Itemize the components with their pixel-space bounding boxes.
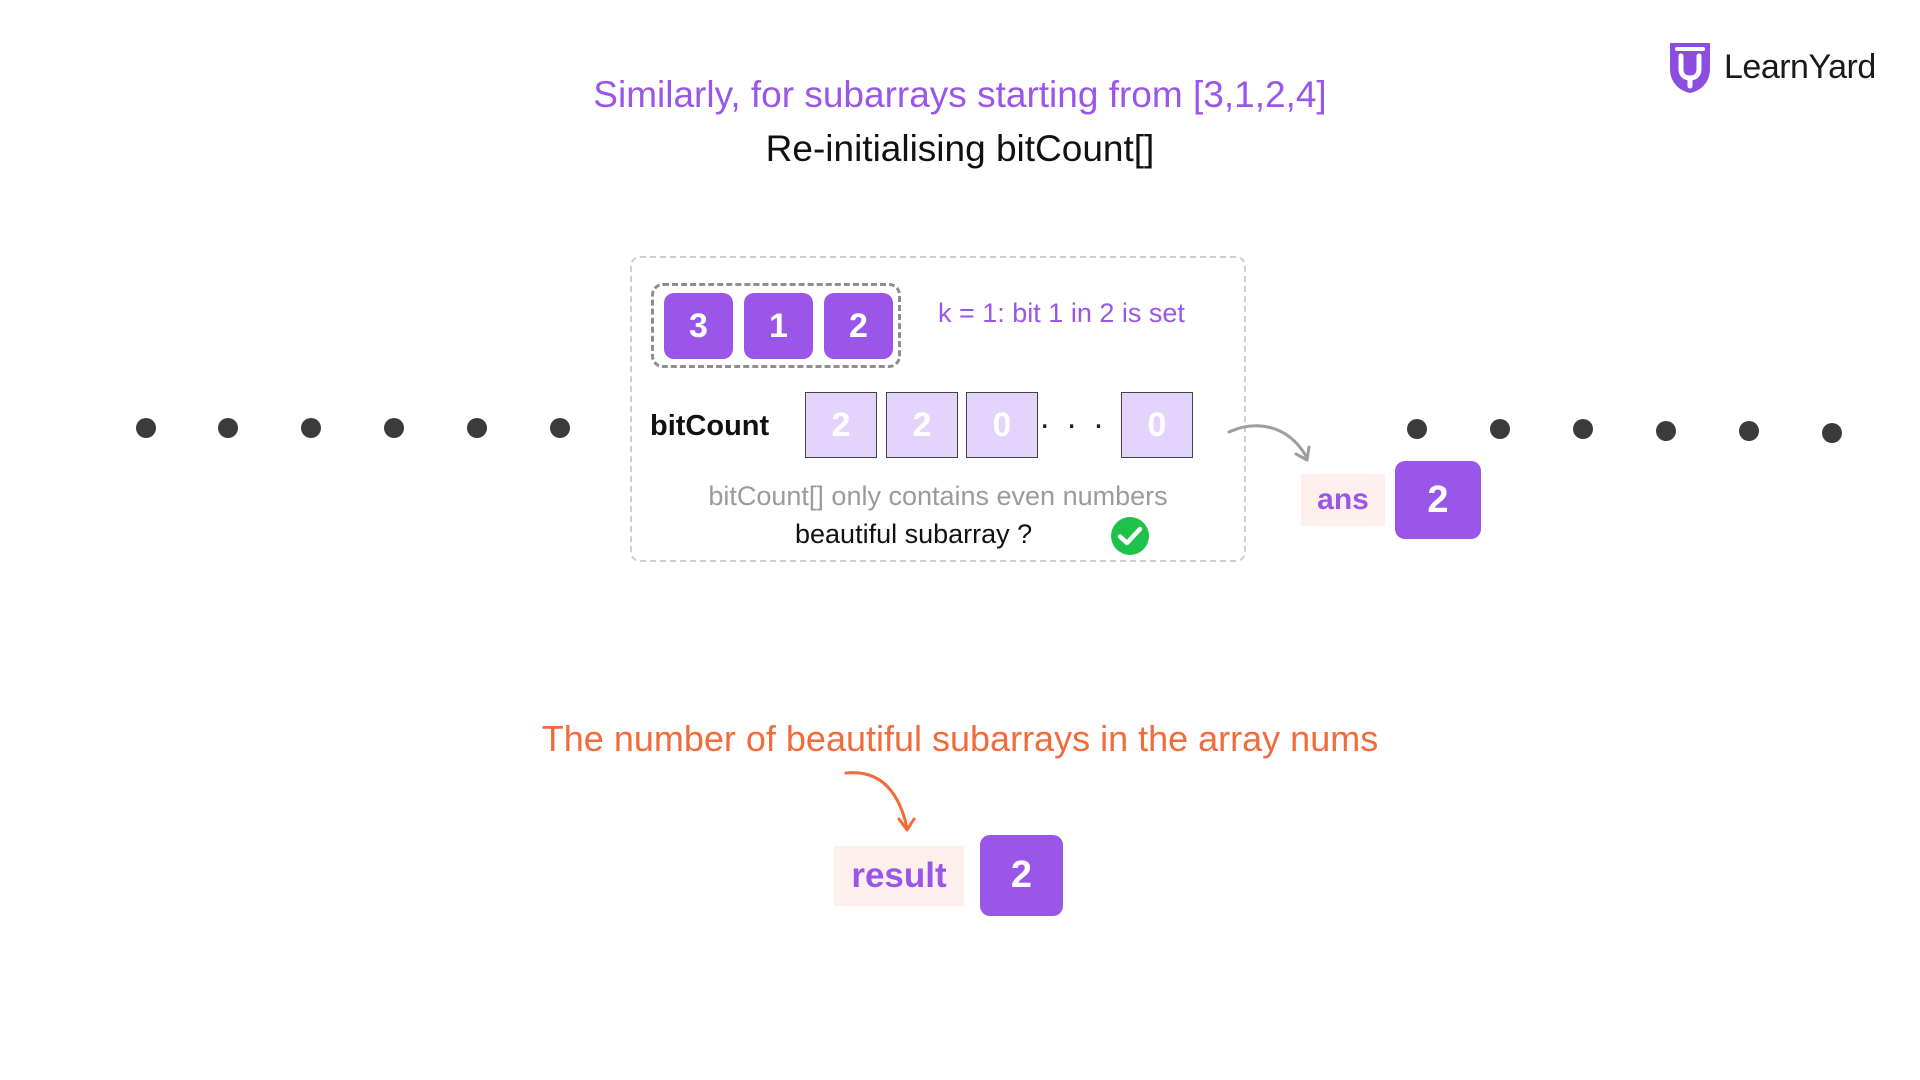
beautiful-question: beautiful subarray ? [795,519,1033,549]
diagram-title: Similarly, for subarrays starting from [… [593,74,1327,115]
ans-label: ans [1301,474,1385,526]
bitcount-label: bitCount [650,410,770,442]
subarray-cell: 2 [824,293,893,359]
subarray-group [651,283,901,368]
curved-arrow-icon [844,771,916,832]
ellipsis-dot [1490,419,1510,439]
ellipsis-dot [467,418,487,438]
learnyard-logo: LearnYard [1666,38,1876,96]
learnyard-shield-icon [1670,43,1710,93]
ellipsis-dot [1656,421,1676,441]
result-description: The number of beautiful subarrays in the… [541,718,1379,759]
subarray-cell: 3 [664,293,733,359]
bitcount-cell: 0 [966,392,1038,458]
bitcount-ellipsis: . . . . [1040,398,1135,436]
ellipsis-dot [1573,419,1593,439]
curved-arrow-icon [1227,424,1311,462]
bitcount-cell-last: 0 [1121,392,1193,458]
subarray-cell: 1 [744,293,813,359]
result-value: 2 [980,835,1063,916]
ellipsis-dot [1739,421,1759,441]
ellipsis-dot [218,418,238,438]
bit-note: k = 1: bit 1 in 2 is set [938,298,1185,328]
ans-value: 2 [1395,461,1481,539]
result-label: result [834,846,964,906]
ellipsis-dot [136,418,156,438]
check-circle-icon [1111,517,1149,555]
bitcount-cell: 2 [805,392,877,458]
diagram-subtitle: Re-initialising bitCount[] [765,128,1155,169]
ellipsis-dot [1822,423,1842,443]
ellipsis-dot [1407,419,1427,439]
ellipsis-dot [301,418,321,438]
current-step-frame [630,256,1246,562]
logo-text: LearnYard [1724,47,1876,86]
ellipsis-dot [384,418,404,438]
bitcount-cell: 2 [886,392,958,458]
even-numbers-note: bitCount[] only contains even numbers [708,481,1168,511]
ellipsis-dot [550,418,570,438]
